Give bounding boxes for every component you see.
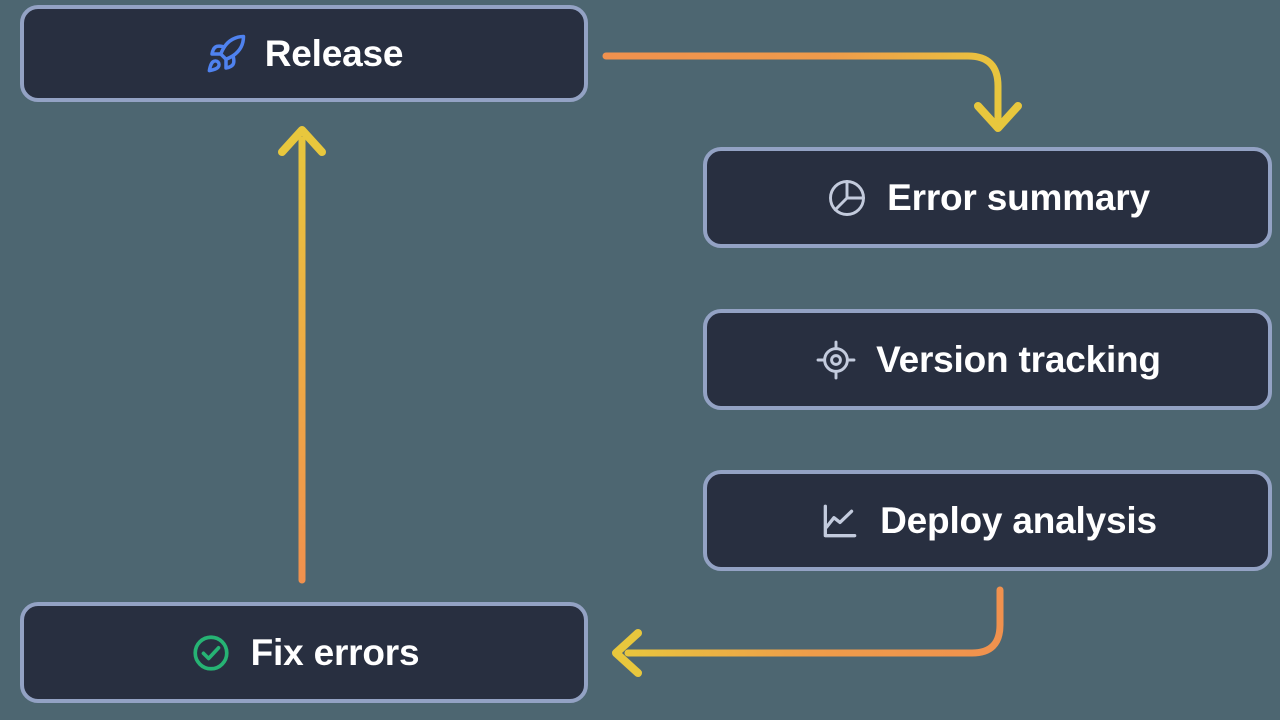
pie-chart-icon	[825, 176, 869, 220]
node-error-summary-label: Error summary	[887, 177, 1150, 218]
edge-deploy-analysis-to-fix-errors	[612, 586, 1004, 677]
node-version-tracking-content: Version tracking	[814, 338, 1161, 382]
node-fix-errors-label: Fix errors	[250, 632, 420, 673]
node-version-tracking[interactable]: Version tracking	[703, 309, 1272, 410]
node-release-content: Release	[205, 33, 404, 75]
node-version-tracking-label: Version tracking	[876, 339, 1161, 380]
node-deploy-analysis-label: Deploy analysis	[880, 500, 1157, 541]
node-release[interactable]: Release	[20, 5, 588, 102]
target-icon	[814, 338, 858, 382]
node-deploy-analysis[interactable]: Deploy analysis	[703, 470, 1272, 571]
rocket-icon	[205, 33, 247, 75]
node-release-label: Release	[264, 33, 404, 74]
edge-fix-errors-to-release	[278, 126, 326, 584]
node-error-summary[interactable]: Error summary	[703, 147, 1272, 248]
node-deploy-analysis-content: Deploy analysis	[818, 499, 1157, 543]
edge-release-to-error-summary	[602, 52, 1022, 132]
check-circle-icon	[189, 631, 233, 675]
node-fix-errors-content: Fix errors	[189, 631, 420, 675]
line-chart-icon	[818, 499, 862, 543]
node-fix-errors[interactable]: Fix errors	[20, 602, 588, 703]
node-error-summary-content: Error summary	[825, 176, 1150, 220]
